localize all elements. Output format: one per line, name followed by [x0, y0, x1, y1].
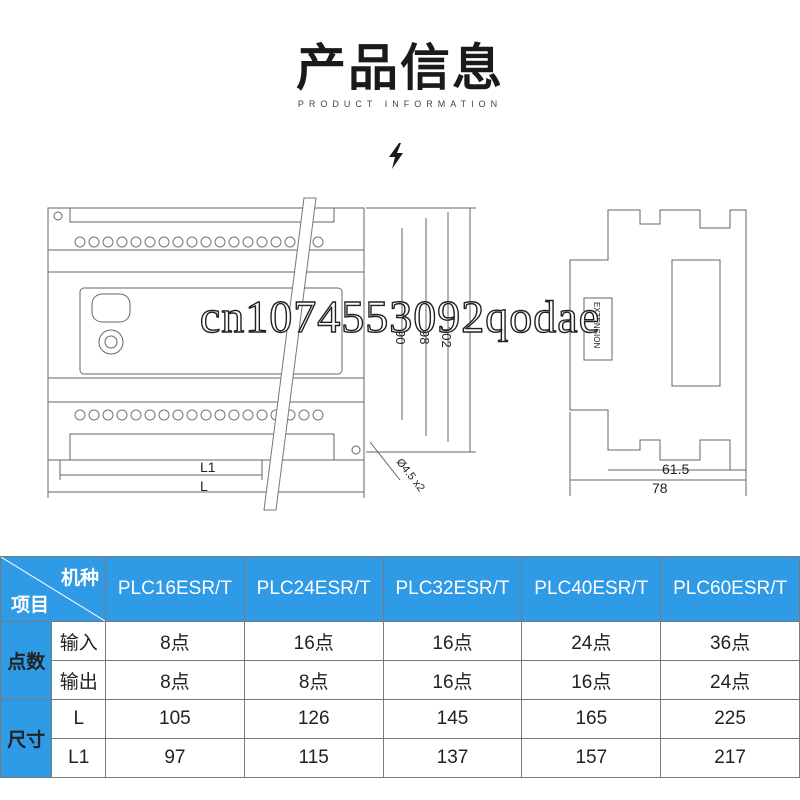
- table-cell: 105: [105, 699, 245, 739]
- label-hole: Ø4.5 x2: [394, 456, 427, 494]
- model-header: PLC32ESR/T: [382, 556, 523, 622]
- table-cell: 8点: [243, 660, 384, 700]
- table-cell: 16点: [382, 660, 523, 700]
- table-cell: 16点: [382, 621, 523, 661]
- table-cell: 24点: [521, 621, 662, 661]
- table-cell: 137: [382, 738, 523, 778]
- corner-bottom-label: 项目: [11, 595, 50, 616]
- table-cell: 165: [521, 699, 662, 739]
- row-label: 输出: [51, 660, 106, 700]
- row-label: L1: [51, 738, 106, 778]
- table-header-row: 机种 项目 PLC16ESR/T PLC24ESR/T PLC32ESR/T P…: [0, 556, 800, 622]
- model-header: PLC40ESR/T: [521, 556, 662, 622]
- watermark: cn1074553092qodae: [199, 290, 601, 342]
- model-header: PLC16ESR/T: [105, 556, 245, 622]
- model-header: PLC24ESR/T: [243, 556, 384, 622]
- decor-strip: [263, 197, 317, 511]
- label-h2: 98: [417, 330, 432, 344]
- table-cell: 8点: [105, 660, 245, 700]
- table-cell: 145: [382, 699, 523, 739]
- table-cell: 16点: [521, 660, 662, 700]
- lightning-bolt-icon: [389, 143, 403, 169]
- table-cell: 8点: [105, 621, 245, 661]
- row-label: L: [51, 699, 106, 739]
- table-cell: 126: [243, 699, 384, 739]
- dimension-drawing: L1 L 90 98 102 Ø4.5 x2 61.5 78 EXTENSION: [47, 197, 747, 511]
- table-cell: 24点: [660, 660, 800, 700]
- label-side-d1: 61.5: [662, 461, 689, 477]
- table-row: 尺寸 L 105 126 145 165 225: [0, 699, 800, 778]
- table-cell: 97: [105, 738, 245, 778]
- table-cell: 16点: [243, 621, 384, 661]
- group-label: 尺寸: [0, 699, 53, 778]
- table-cell: 217: [660, 738, 800, 778]
- table-row: 输出 8点 8点 16点 16点 24点: [1, 660, 800, 700]
- label-l: L: [200, 478, 208, 494]
- table-corner-cell: 机种 项目: [0, 556, 106, 622]
- label-l1: L1: [200, 459, 216, 475]
- spec-table: 机种 项目 PLC16ESR/T PLC24ESR/T PLC32ESR/T P…: [0, 556, 800, 778]
- table-cell: 36点: [660, 621, 800, 661]
- page-subtitle: PRODUCT INFORMATION: [297, 99, 503, 109]
- label-side-d2: 78: [652, 480, 668, 496]
- side-view-outline: [569, 209, 747, 471]
- label-h1: 90: [393, 330, 408, 344]
- table-cell: 115: [243, 738, 384, 778]
- table-cell: 157: [521, 738, 662, 778]
- table-row: L1 97 115 137 157 217: [1, 738, 800, 778]
- label-side-text: EXTENSION: [592, 302, 601, 348]
- label-h3: 102: [439, 326, 454, 348]
- model-header: PLC60ESR/T: [660, 556, 800, 622]
- corner-diagonal: [1, 557, 105, 621]
- row-label: 输入: [51, 621, 106, 661]
- table-cell: 225: [660, 699, 800, 739]
- group-label: 点数: [0, 621, 53, 700]
- page-title: 产品信息: [296, 39, 504, 97]
- table-row: 点数 输入 8点 16点 16点 24点 36点: [0, 621, 800, 700]
- corner-top-label: 机种: [60, 568, 99, 589]
